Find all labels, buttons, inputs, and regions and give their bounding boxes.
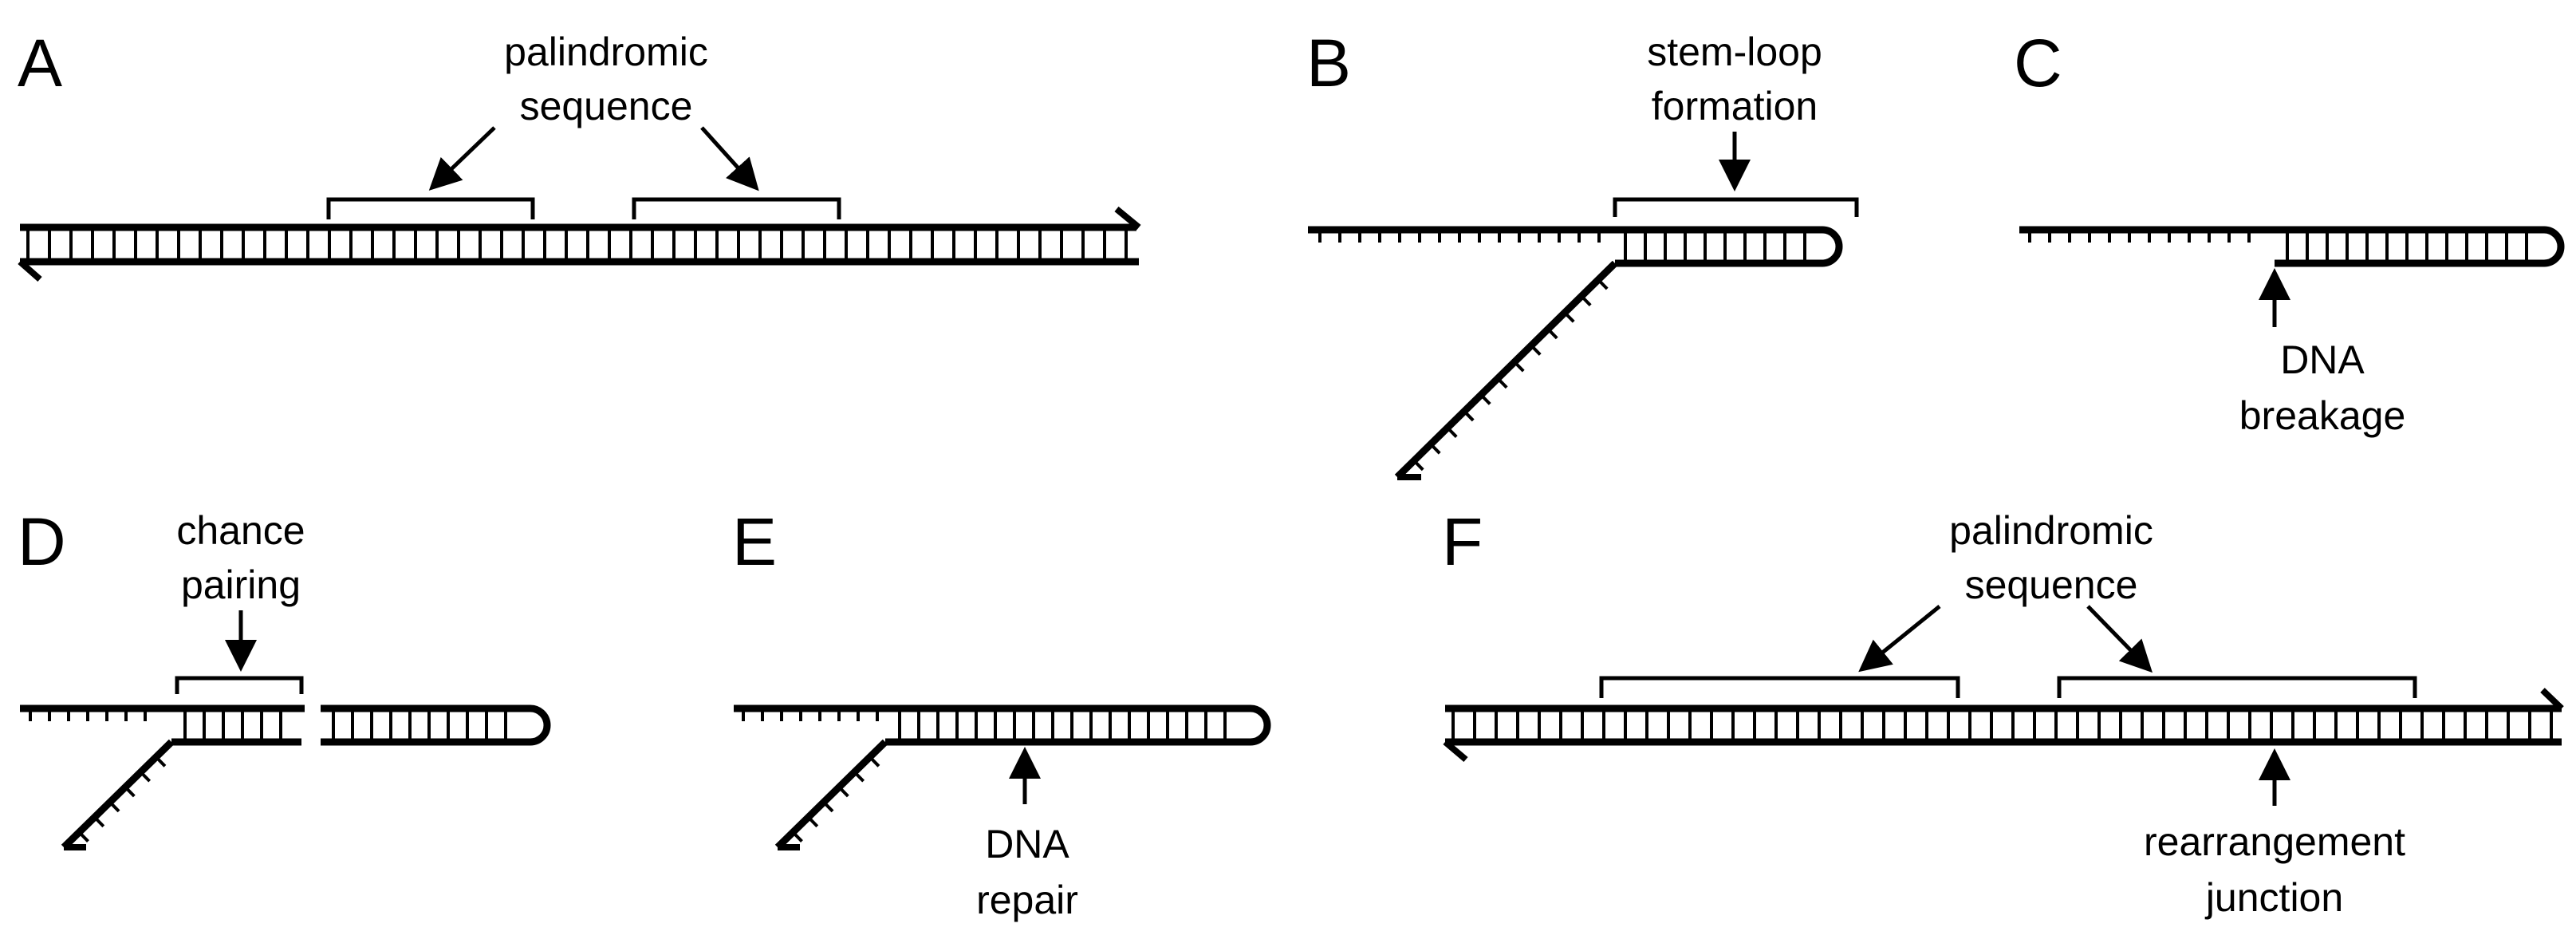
panel-d-note-line1: chance <box>176 508 305 553</box>
panel-f-note2-line2: junction <box>2204 875 2343 920</box>
panel-f-note2-line1: rearrangement <box>2144 819 2405 864</box>
panel-d: D chance pairing <box>18 504 551 850</box>
unpaired-base-tick <box>853 771 865 783</box>
panel-b-stem-bracket <box>1613 197 1859 217</box>
unpaired-base-tick <box>807 815 819 828</box>
unpaired-base-tick <box>1446 426 1458 438</box>
panel-f-note-line1: palindromic <box>1949 508 2153 553</box>
unpaired-base-tick <box>124 786 136 798</box>
unpaired-base-tick <box>1412 459 1424 472</box>
unpaired-base-tick <box>77 831 89 842</box>
unpaired-base-tick <box>1597 278 1609 290</box>
panel-e-note-line2: repair <box>976 878 1078 922</box>
panel-d-label: D <box>18 504 66 579</box>
unpaired-base-tick <box>139 771 152 783</box>
panel-b-note-line2: formation <box>1652 84 1818 128</box>
panel-d-note-line2: pairing <box>181 562 301 607</box>
panel-a: A palindromic sequence <box>18 26 1141 282</box>
panel-f-palindrome-brackets <box>1599 676 2417 698</box>
unpaired-base-tick <box>1546 328 1558 340</box>
panel-f-rearranged-duplex-dna <box>1443 688 2564 763</box>
panel-d-chance-pairing-dna <box>20 704 551 850</box>
unpaired-base-tick <box>869 756 880 768</box>
panel-c-broken-stem-loop <box>2019 226 2565 267</box>
unpaired-base-tick <box>155 756 167 768</box>
unpaired-base-tick <box>1429 443 1441 455</box>
panel-f: F palindromic sequence rearrangement jun… <box>1442 504 2564 920</box>
panel-e-label: E <box>732 504 777 579</box>
panel-f-note-line2: sequence <box>1965 562 2138 607</box>
panel-e-repaired-dna <box>734 704 1271 850</box>
panel-b-stem-loop-dna <box>1308 226 1843 480</box>
unpaired-base-tick <box>1513 361 1525 373</box>
panel-a-note-line1: palindromic <box>504 30 708 74</box>
unpaired-base-tick <box>837 786 849 798</box>
panel-b-label: B <box>1306 26 1351 101</box>
unpaired-base-tick <box>1479 393 1491 405</box>
panel-e: E DNA repair <box>732 504 1271 922</box>
panel-e-note-line1: DNA <box>985 822 1069 866</box>
panel-a-label: A <box>18 26 62 101</box>
unpaired-base-tick <box>1563 311 1575 323</box>
panel-f-label: F <box>1442 504 1483 579</box>
unpaired-base-tick <box>1530 344 1542 356</box>
unpaired-base-tick <box>1580 294 1592 307</box>
unpaired-base-tick <box>108 801 120 813</box>
unpaired-base-tick <box>1463 410 1475 422</box>
panel-c-note-line1: DNA <box>2280 337 2365 382</box>
panel-c-label: C <box>2014 26 2062 101</box>
panel-c: C DNA breakage <box>2014 26 2565 438</box>
unpaired-base-tick <box>791 831 803 842</box>
panel-c-note-line2: breakage <box>2239 393 2406 438</box>
panel-b: B stem-loop formation <box>1306 26 1859 480</box>
panel-a-duplex-dna <box>18 206 1141 282</box>
unpaired-base-tick <box>93 815 105 828</box>
panel-b-note-line1: stem-loop <box>1647 30 1822 74</box>
panel-a-note-arrows <box>428 126 759 191</box>
panel-a-note-line2: sequence <box>520 84 693 128</box>
unpaired-base-tick <box>1496 377 1508 389</box>
panel-d-pairing-bracket <box>175 676 304 694</box>
panel-a-palindrome-brackets <box>326 197 841 219</box>
unpaired-base-tick <box>822 801 834 813</box>
panel-f-note-arrows <box>1858 605 2153 673</box>
